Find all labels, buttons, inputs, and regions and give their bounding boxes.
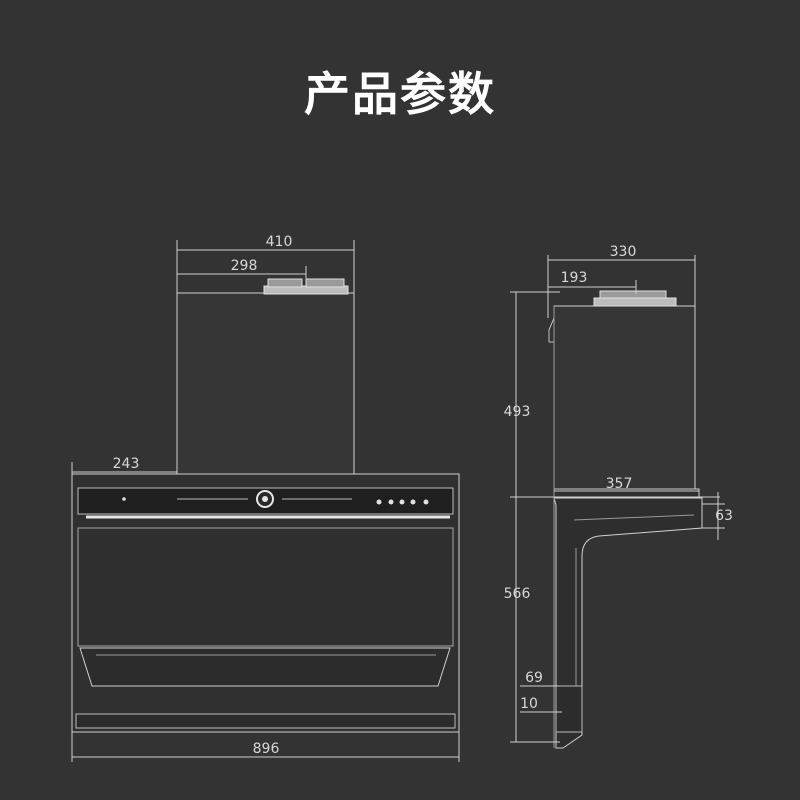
side-outlet [593,290,677,307]
label-outlet-offset: 298 [231,258,258,274]
front-view [71,240,460,762]
label-top-width: 410 [266,234,293,250]
label-rim-height: 63 [715,508,733,524]
dim-top-width [176,240,355,293]
dim-lower-height [510,497,560,743]
page-title: 产品参数 [304,67,496,121]
label-total-width: 896 [253,741,280,757]
front-chimney [176,292,355,475]
dim-total-width [71,732,460,762]
front-outlet [263,278,349,295]
label-upper-height: 493 [504,404,531,420]
dim-side-outlet-offset [548,280,637,294]
label-panel-offset: 243 [113,456,140,472]
label-lower-height: 566 [504,586,531,602]
dim-outlet-offset [177,266,307,280]
label-side-outlet-offset: 193 [561,270,588,286]
side-chimney [553,305,696,495]
fan-icon [256,490,274,508]
side-view [510,255,725,749]
dim-panel-offset [71,462,177,474]
touch-buttons [376,499,429,505]
indicator-dot [122,497,126,501]
dim-rim-height [702,492,725,540]
oil-tray [79,647,451,687]
label-detail-a: 69 [525,670,543,686]
label-top-depth: 330 [610,244,637,260]
label-body-depth: 357 [606,476,633,492]
dim-upper-height [510,291,560,497]
glass-panel [77,527,454,647]
label-detail-b: 10 [520,696,538,712]
